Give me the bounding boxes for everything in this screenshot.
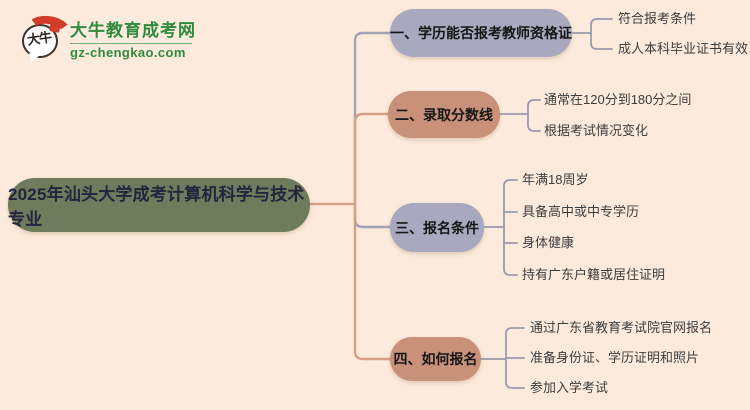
sub-item: 准备身份证、学历证明和照片 <box>530 350 700 365</box>
site-url: gz-chengkao.com <box>70 45 186 60</box>
sub-item: 通常在120分到180分之间 <box>544 92 692 107</box>
connector-branch-4 <box>353 202 393 361</box>
bracket-branch-3 <box>483 179 518 276</box>
site-name: 大牛教育成考网 <box>70 21 196 40</box>
sub-item: 具备高中或中专学历 <box>522 204 640 219</box>
bracket-branch-1 <box>571 18 613 50</box>
branch-node-3: 三、报名条件 <box>390 203 484 252</box>
logo-divider <box>70 43 192 44</box>
site-logo: 大牛 大牛教育成考网 gz-chengkao.com <box>20 12 196 65</box>
sub-item: 根据考试情况变化 <box>544 123 649 138</box>
sub-item: 成人本科毕业证书有效 <box>618 41 749 56</box>
bracket-branch-2 <box>499 99 541 132</box>
sub-item: 持有广东户籍或居住证明 <box>522 267 666 282</box>
sub-item: 年满18周岁 <box>522 172 589 187</box>
connector-branch-2 <box>353 112 391 206</box>
branch-node-2: 二、录取分数线 <box>388 91 500 138</box>
logo-icon-text: 大牛 <box>26 29 53 48</box>
logo-bull-icon: 大牛 <box>20 12 75 65</box>
sub-item: 符合报考条件 <box>618 11 697 26</box>
sub-item: 参加入学考试 <box>530 380 609 395</box>
branch-node-1: 一、学历能否报考教师资格证 <box>390 9 572 57</box>
logo-text-block: 大牛教育成考网 gz-chengkao.com <box>70 16 196 60</box>
bracket-branch-4 <box>480 327 525 389</box>
sub-item: 身体健康 <box>522 235 575 250</box>
connector-branch-3 <box>353 202 393 229</box>
root-topic-node: 2025年汕头大学成考计算机科学与技术专业 <box>8 178 310 232</box>
connector-branch-1 <box>353 31 393 206</box>
branch-node-4: 四、如何报名 <box>390 337 481 381</box>
sub-item: 通过广东省教育考试院官网报名 <box>530 320 713 335</box>
